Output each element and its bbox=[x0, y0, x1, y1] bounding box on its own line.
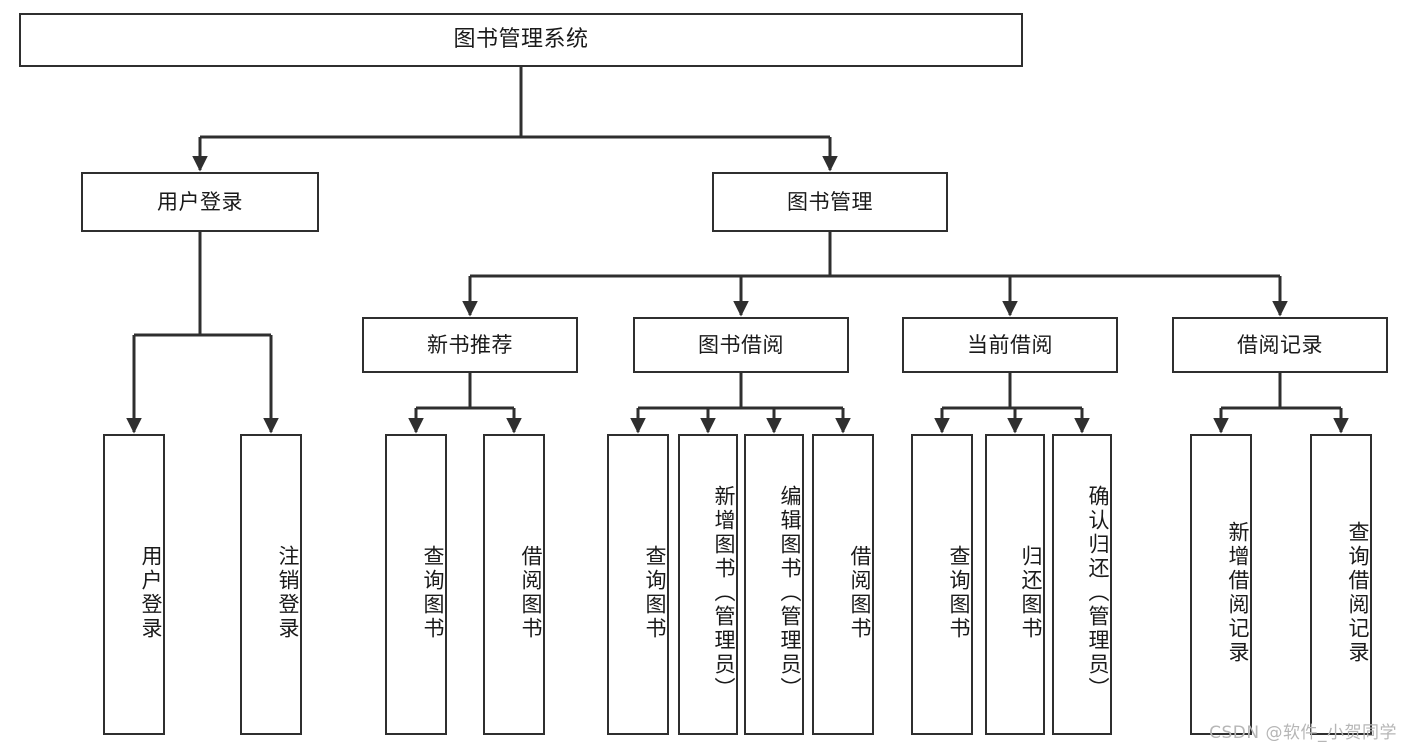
leaf-label: 查询图书 bbox=[947, 544, 971, 641]
node-borrow-records[interactable]: 借阅记录 bbox=[1172, 317, 1388, 373]
node-root[interactable]: 图书管理系统 bbox=[19, 13, 1023, 67]
leaf-label: 用户登录 bbox=[139, 544, 163, 641]
leaf-label: 新增借阅记录 bbox=[1226, 520, 1250, 665]
leaf-borrow-book-rec[interactable]: 借阅图书 bbox=[483, 434, 545, 735]
leaf-add-book[interactable]: 新增图书（管理员） bbox=[678, 434, 738, 735]
leaf-confirm-return[interactable]: 确认归还（管理员） bbox=[1052, 434, 1112, 735]
leaf-query-book-rec[interactable]: 查询图书 bbox=[385, 434, 447, 735]
leaf-label: 注销登录 bbox=[276, 544, 300, 641]
leaf-label: 查询借阅记录 bbox=[1346, 520, 1370, 665]
leaf-label: 确认归还（管理员） bbox=[1086, 484, 1110, 701]
leaf-label: 编辑图书（管理员） bbox=[778, 484, 802, 701]
leaf-label: 查询图书 bbox=[643, 544, 667, 641]
leaf-query-book-current[interactable]: 查询图书 bbox=[911, 434, 973, 735]
leaf-query-record[interactable]: 查询借阅记录 bbox=[1310, 434, 1372, 735]
leaf-return-book[interactable]: 归还图书 bbox=[985, 434, 1045, 735]
leaf-add-record[interactable]: 新增借阅记录 bbox=[1190, 434, 1252, 735]
leaf-edit-book[interactable]: 编辑图书（管理员） bbox=[744, 434, 804, 735]
node-user-login[interactable]: 用户登录 bbox=[81, 172, 319, 232]
node-book-manage[interactable]: 图书管理 bbox=[712, 172, 948, 232]
leaf-label: 借阅图书 bbox=[519, 544, 543, 641]
leaf-label: 新增图书（管理员） bbox=[712, 484, 736, 701]
leaf-query-book-borrow[interactable]: 查询图书 bbox=[607, 434, 669, 735]
node-book-borrow[interactable]: 图书借阅 bbox=[633, 317, 849, 373]
node-current-borrow[interactable]: 当前借阅 bbox=[902, 317, 1118, 373]
leaf-label: 借阅图书 bbox=[848, 544, 872, 641]
csdn-watermark: CSDN @软件_小贺同学 bbox=[1209, 723, 1397, 743]
leaf-borrow-book[interactable]: 借阅图书 bbox=[812, 434, 874, 735]
node-new-book-recommend[interactable]: 新书推荐 bbox=[362, 317, 578, 373]
leaf-label: 归还图书 bbox=[1019, 544, 1043, 641]
leaf-user-logout[interactable]: 注销登录 bbox=[240, 434, 302, 735]
leaf-label: 查询图书 bbox=[421, 544, 445, 641]
leaf-user-login[interactable]: 用户登录 bbox=[103, 434, 165, 735]
